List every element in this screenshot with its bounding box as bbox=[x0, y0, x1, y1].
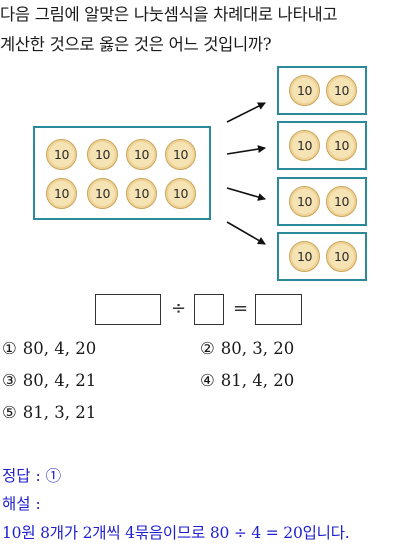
coin-10: 10 bbox=[126, 178, 157, 209]
coin-pair-box-1: 10 10 bbox=[277, 66, 367, 115]
dividend-blank[interactable] bbox=[95, 294, 161, 325]
divisor-blank[interactable] bbox=[194, 294, 224, 325]
coin-pair-box-2: 10 10 bbox=[277, 121, 367, 170]
choice-3[interactable]: ③ 80, 4, 21 bbox=[2, 370, 96, 392]
choice-1[interactable]: ① 80, 4, 20 bbox=[2, 338, 96, 360]
coin-10: 10 bbox=[87, 178, 118, 209]
arrow-1 bbox=[226, 102, 266, 123]
answer-line: 정답 : ① bbox=[2, 467, 62, 485]
question-line-2: 계산한 것으로 옳은 것은 어느 것입니까? bbox=[0, 35, 272, 54]
choice-number: ⑤ bbox=[2, 403, 17, 422]
coin-pair-box-4: 10 10 bbox=[277, 232, 367, 281]
coin-group-box: 10 10 10 10 10 10 10 10 bbox=[33, 126, 211, 220]
equals-sign: = bbox=[233, 298, 249, 319]
divide-sign: ÷ bbox=[171, 298, 187, 319]
arrow-2 bbox=[226, 145, 266, 155]
coin-10: 10 bbox=[165, 178, 196, 209]
choice-5[interactable]: ⑤ 81, 3, 21 bbox=[2, 402, 96, 424]
choice-number: ④ bbox=[200, 371, 215, 390]
choice-text: 80, 4, 20 bbox=[22, 339, 97, 358]
coin-10: 10 bbox=[326, 75, 357, 106]
coin-10: 10 bbox=[165, 139, 196, 170]
coin-10: 10 bbox=[46, 139, 77, 170]
coin-10: 10 bbox=[326, 241, 357, 272]
choice-number: ③ bbox=[2, 371, 17, 390]
arrow-3 bbox=[226, 187, 266, 201]
arrow-4 bbox=[226, 221, 266, 245]
choice-4[interactable]: ④ 81, 4, 20 bbox=[200, 370, 294, 392]
choice-text: 80, 3, 20 bbox=[220, 339, 295, 358]
choice-number: ① bbox=[2, 339, 17, 358]
coin-10: 10 bbox=[326, 130, 357, 161]
coin-10: 10 bbox=[326, 186, 357, 217]
quotient-blank[interactable] bbox=[255, 294, 302, 325]
coin-10: 10 bbox=[126, 139, 157, 170]
explanation-text: 10원 8개가 2개씩 4묶음이므로 80 ÷ 4 = 20입니다. bbox=[2, 524, 350, 542]
choice-text: 81, 3, 21 bbox=[22, 403, 97, 422]
coin-10: 10 bbox=[289, 186, 320, 217]
choice-text: 81, 4, 20 bbox=[220, 371, 295, 390]
question-line-1: 다음 그림에 알맞은 나눗셈식을 차례대로 나타내고 bbox=[0, 5, 338, 24]
coin-pair-box-3: 10 10 bbox=[277, 177, 367, 226]
coin-10: 10 bbox=[289, 130, 320, 161]
coin-10: 10 bbox=[289, 241, 320, 272]
coin-10: 10 bbox=[46, 178, 77, 209]
coin-10: 10 bbox=[87, 139, 118, 170]
explanation-label: 해설 : bbox=[2, 495, 41, 513]
coin-10: 10 bbox=[289, 75, 320, 106]
choice-2[interactable]: ② 80, 3, 20 bbox=[200, 338, 294, 360]
choice-text: 80, 4, 21 bbox=[22, 371, 97, 390]
choice-number: ② bbox=[200, 339, 215, 358]
